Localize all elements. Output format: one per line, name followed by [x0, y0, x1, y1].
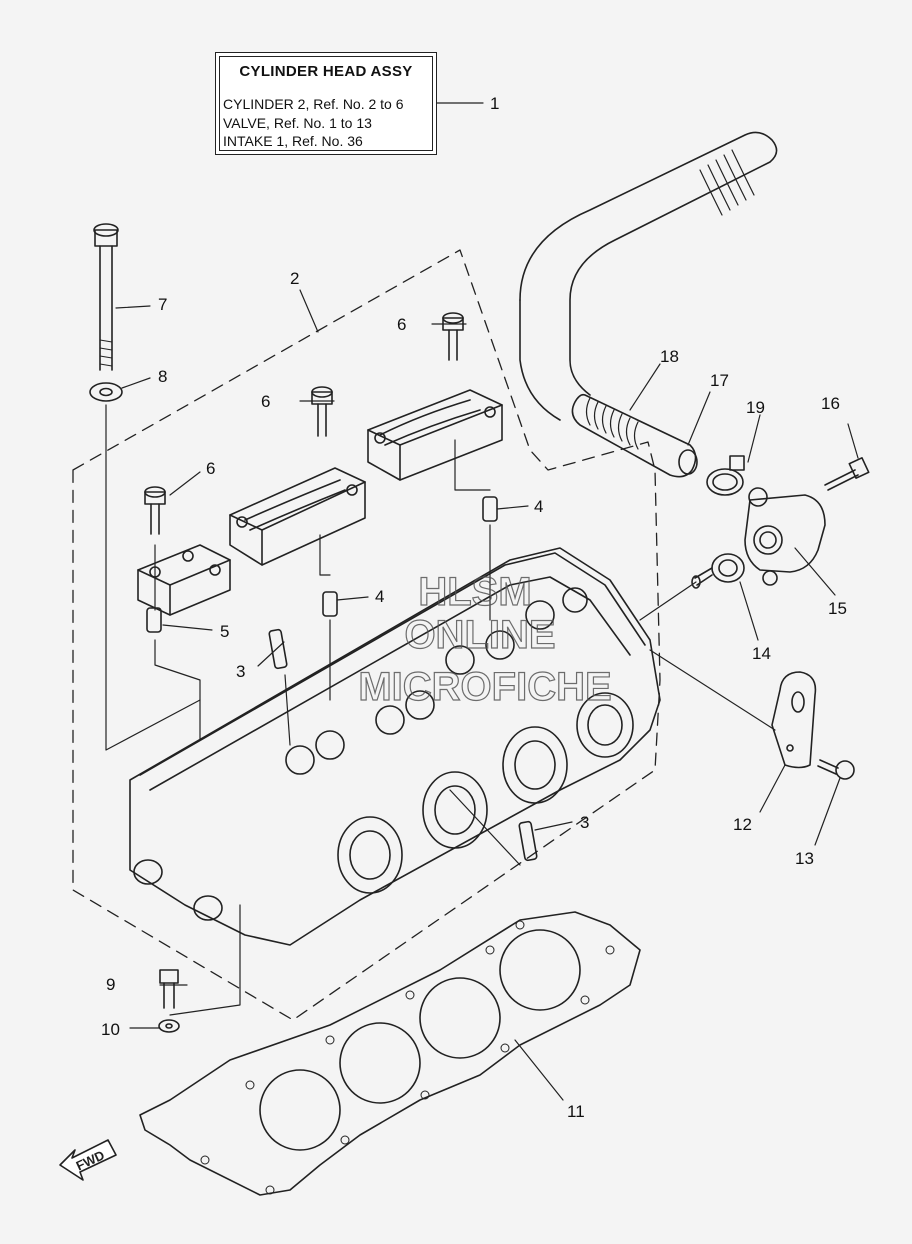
callout-17: 17 — [710, 371, 729, 390]
legend-title: CYLINDER HEAD ASSY — [239, 63, 413, 80]
washer-8 — [89, 382, 123, 402]
dowel-4-left — [322, 591, 338, 617]
valve-guide-lower — [518, 820, 538, 862]
bracket-12 — [771, 671, 817, 769]
callout-6-middle: 6 — [261, 392, 270, 411]
bolt-6-lower — [144, 486, 166, 535]
callout-19: 19 — [746, 398, 765, 417]
bolt-16 — [824, 456, 870, 491]
callout-18: 18 — [660, 347, 679, 366]
bolt-9 — [159, 969, 179, 1009]
callout-14: 14 — [752, 644, 771, 663]
callout-9: 9 — [106, 975, 115, 994]
hose-clamp — [706, 455, 745, 496]
watermark-line-3: MICROFICHE — [358, 665, 611, 709]
legend-line-cylinder: CYLINDER 2, Ref. No. 2 to 6 — [223, 96, 404, 112]
camshaft-cap-upper — [367, 389, 503, 481]
callout-16: 16 — [821, 394, 840, 413]
watermark-line-1: HLSM — [418, 570, 531, 614]
watermark-line-2: ONLINE — [404, 613, 555, 657]
hose-assembly — [571, 393, 698, 478]
leader-lines — [105, 102, 859, 1101]
callout-12: 12 — [733, 815, 752, 834]
camshaft-cap-lower — [137, 544, 231, 616]
callout-7: 7 — [158, 295, 167, 314]
callout-3-lower: 3 — [580, 813, 589, 832]
pipe-corrugation — [699, 149, 755, 216]
washer-10 — [158, 1019, 180, 1033]
callout-4-right: 4 — [534, 497, 543, 516]
legend-line-valve: VALVE, Ref. No. 1 to 13 — [223, 115, 372, 131]
callout-6-lower: 6 — [206, 459, 215, 478]
bolt-6-middle — [311, 386, 333, 437]
callout-3-upper: 3 — [236, 662, 245, 681]
bolt-13 — [817, 759, 855, 780]
exhaust-pipe — [519, 131, 778, 421]
dowel-5 — [146, 607, 162, 633]
callout-8: 8 — [158, 367, 167, 386]
callout-5: 5 — [220, 622, 229, 641]
callout-10: 10 — [101, 1020, 120, 1039]
thermostat — [691, 553, 745, 589]
cylinder-head — [129, 547, 661, 946]
legend-line-intake: INTAKE 1, Ref. No. 36 — [223, 133, 363, 149]
valve-guide-upper — [268, 628, 288, 670]
callout-1: 1 — [490, 94, 499, 113]
assembly-dashed-boundary — [72, 249, 661, 1021]
camshaft-cap-middle — [229, 467, 366, 566]
callout-11: 11 — [567, 1102, 585, 1121]
dowel-4-right — [482, 496, 498, 522]
callout-4-left: 4 — [375, 587, 384, 606]
callout-2: 2 — [290, 269, 299, 288]
valve-seats — [285, 587, 588, 775]
callout-15: 15 — [828, 599, 847, 618]
bolt-6-upper — [442, 312, 464, 361]
through-bolt-7 — [93, 223, 119, 371]
head-gasket — [139, 911, 641, 1196]
combustion-ports — [337, 692, 634, 894]
fwd-arrow: FWD — [59, 1139, 117, 1181]
fwd-label: FWD — [74, 1147, 107, 1173]
thermostat-cover — [744, 487, 826, 586]
assembly-legend-box: CYLINDER HEAD ASSY CYLINDER 2, Ref. No. … — [215, 52, 437, 155]
callout-6-upper: 6 — [397, 315, 406, 334]
alignment-lines — [154, 439, 521, 1016]
callout-13: 13 — [795, 849, 814, 868]
callout-numbers: 1 2 3 3 4 4 5 6 6 6 7 8 9 10 11 12 13 14… — [101, 94, 847, 1121]
watermark: HLSM ONLINE MICROFICHE — [358, 569, 613, 709]
legend-inner-border — [219, 56, 433, 151]
